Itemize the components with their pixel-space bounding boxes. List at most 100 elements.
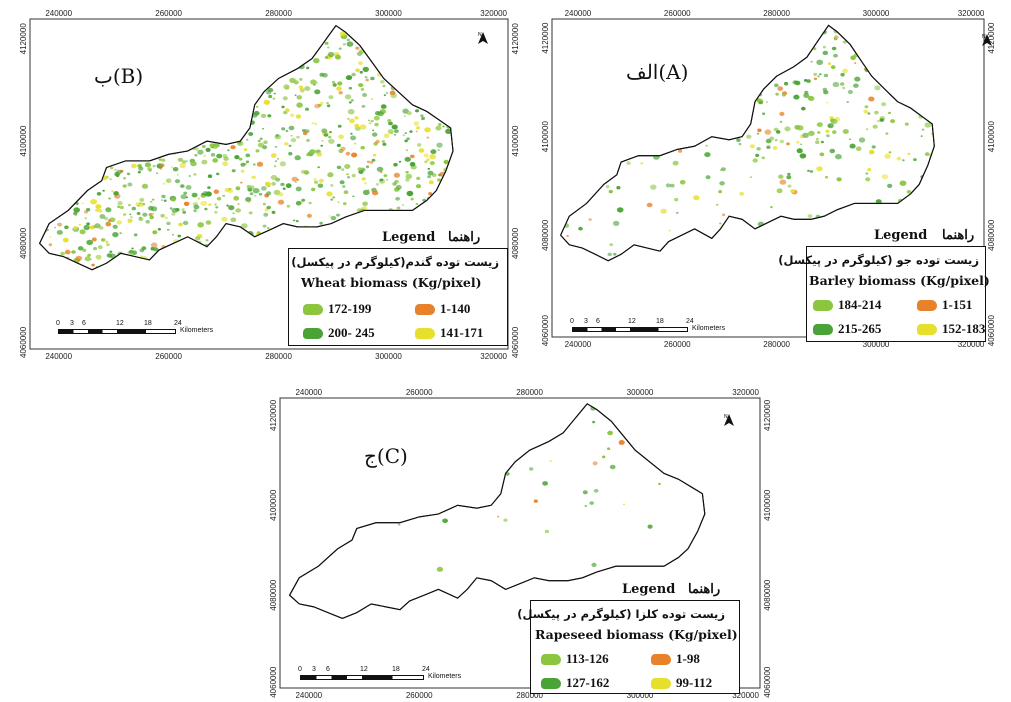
biomass-pixel (296, 95, 303, 100)
biomass-pixel (815, 140, 820, 144)
biomass-pixel (438, 123, 442, 126)
biomass-pixel (427, 175, 431, 179)
biomass-pixel (289, 77, 296, 83)
biomass-pixel (778, 174, 784, 179)
biomass-pixel (294, 94, 297, 96)
biomass-pixel (261, 113, 267, 118)
biomass-pixel (618, 440, 625, 445)
legend-heading-en: Legend (382, 230, 436, 245)
x-tick-label: 240000 (295, 691, 322, 698)
biomass-pixel (113, 191, 119, 196)
biomass-pixel (299, 78, 303, 81)
biomass-pixel (117, 205, 121, 209)
biomass-pixel (170, 166, 173, 168)
biomass-pixel (306, 66, 310, 70)
biomass-pixel (165, 178, 172, 183)
biomass-pixel (924, 122, 932, 128)
biomass-pixel (78, 223, 81, 226)
biomass-pixel (350, 132, 353, 135)
biomass-pixel (319, 221, 323, 225)
biomass-pixel (216, 153, 223, 159)
biomass-pixel (497, 515, 500, 518)
biomass-pixel (405, 149, 409, 152)
biomass-pixel (183, 191, 188, 195)
north-arrow-icon: N (982, 34, 992, 46)
biomass-pixel (222, 161, 229, 167)
biomass-pixel (344, 94, 352, 100)
biomass-pixel (150, 242, 158, 248)
biomass-pixel (796, 148, 803, 154)
biomass-pixel (97, 245, 103, 250)
biomass-pixel (584, 505, 588, 507)
biomass-pixel (816, 59, 824, 65)
biomass-pixel (436, 566, 444, 572)
biomass-pixel (102, 189, 105, 192)
biomass-pixel (669, 183, 675, 188)
biomass-pixel (330, 184, 334, 187)
biomass-pixel (161, 158, 166, 162)
biomass-pixel (404, 132, 407, 134)
biomass-pixel (785, 84, 788, 86)
biomass-pixel (149, 215, 154, 220)
biomass-pixel (799, 153, 807, 159)
biomass-pixel (806, 79, 811, 83)
biomass-pixel (819, 152, 825, 157)
biomass-pixel (214, 210, 218, 214)
biomass-pixel (678, 149, 683, 153)
biomass-pixel (371, 190, 379, 196)
biomass-pixel (405, 173, 413, 179)
biomass-pixel (842, 40, 847, 44)
y-tick-label: 4060000 (511, 326, 520, 358)
biomass-pixel (807, 214, 813, 218)
biomass-pixel (79, 229, 86, 235)
biomass-pixel (833, 37, 838, 41)
biomass-pixel (214, 203, 217, 206)
biomass-pixel (374, 122, 379, 127)
biomass-pixel (832, 130, 837, 134)
biomass-pixel (437, 149, 440, 151)
biomass-pixel (296, 135, 300, 139)
biomass-pixel (323, 133, 329, 137)
biomass-pixel (326, 191, 333, 197)
biomass-pixel (57, 222, 63, 227)
y-tick-label: 4100000 (269, 489, 278, 521)
biomass-pixel (129, 213, 132, 216)
x-tick-label: 240000 (45, 352, 72, 361)
biomass-pixel (370, 119, 374, 123)
biomass-pixel (266, 205, 272, 210)
scale-unit: Kilometers (428, 673, 462, 680)
biomass-pixel (207, 174, 213, 178)
y-tick-label: 4060000 (19, 326, 28, 358)
biomass-pixel (282, 96, 288, 101)
biomass-pixel (887, 183, 893, 188)
biomass-pixel (148, 205, 154, 211)
biomass-pixel (781, 93, 786, 97)
biomass-pixel (343, 202, 347, 206)
biomass-pixel (283, 84, 290, 90)
biomass-pixel (338, 91, 343, 95)
biomass-pixel (770, 206, 773, 209)
biomass-pixel (823, 90, 829, 95)
biomass-pixel (138, 166, 144, 171)
biomass-pixel (421, 116, 425, 121)
biomass-pixel (251, 175, 256, 179)
swatch-icon (415, 327, 435, 339)
legend-title-fa: زیست توده کلزا (کیلوگرم در پیکسل) (517, 607, 725, 621)
biomass-pixel (172, 233, 174, 236)
biomass-pixel (779, 111, 785, 116)
biomass-pixel (842, 129, 849, 134)
biomass-pixel (316, 152, 323, 157)
biomass-pixel (197, 197, 201, 200)
biomass-pixel (404, 156, 411, 162)
biomass-pixel (372, 129, 375, 132)
biomass-pixel (271, 210, 276, 214)
biomass-pixel (394, 129, 399, 134)
biomass-pixel (819, 73, 822, 76)
biomass-pixel (268, 94, 273, 99)
biomass-pixel (262, 202, 266, 206)
biomass-pixel (395, 184, 402, 190)
biomass-pixel (613, 220, 620, 226)
biomass-pixel (252, 163, 256, 166)
biomass-pixel (152, 164, 156, 168)
y-tick-label: 4080000 (763, 579, 772, 611)
